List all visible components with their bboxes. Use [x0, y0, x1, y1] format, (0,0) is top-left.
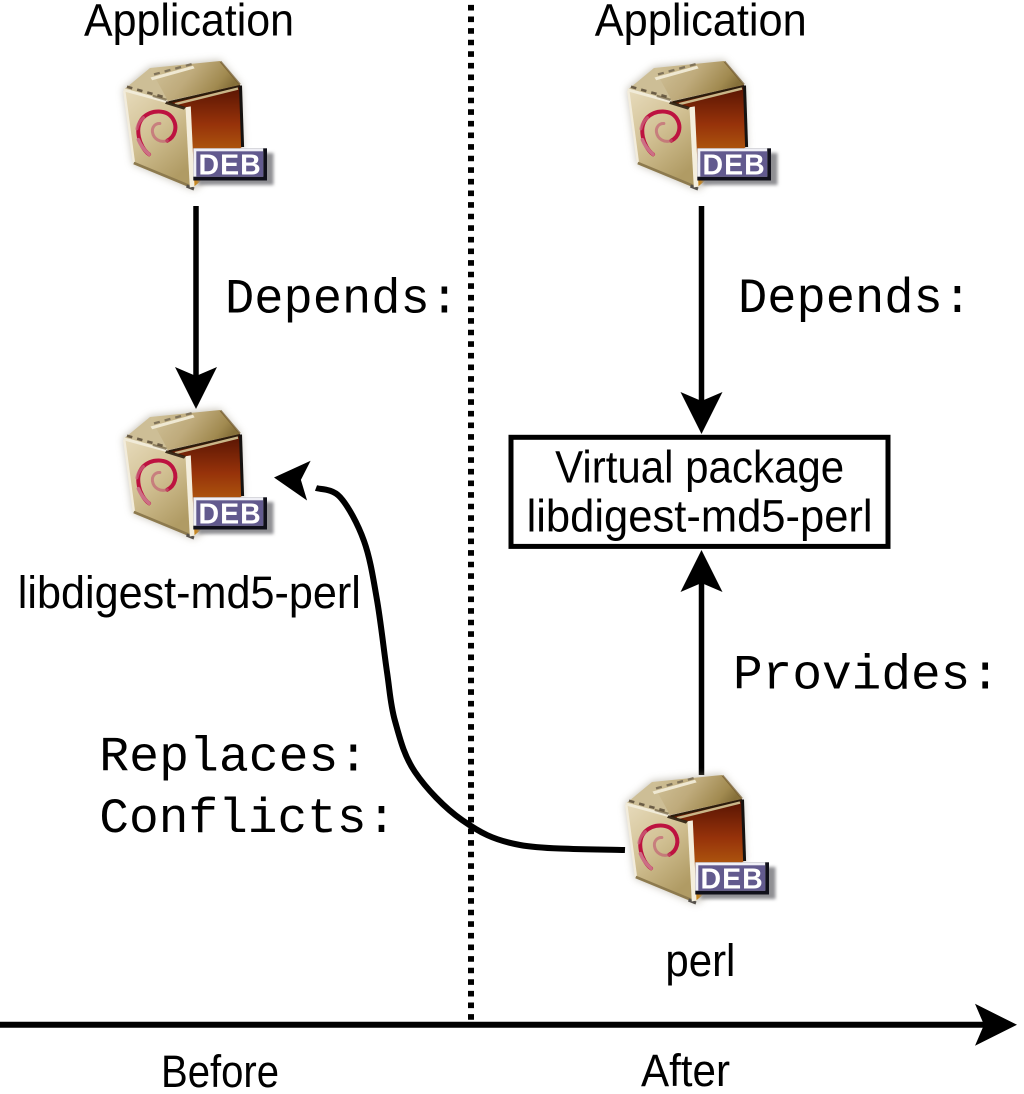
svg-text:Conflicts:: Conflicts:	[99, 791, 396, 847]
svg-text:Application: Application	[84, 0, 294, 46]
svg-text:After: After	[641, 1045, 730, 1094]
svg-text:libdigest-md5-perl: libdigest-md5-perl	[527, 490, 873, 541]
svg-text:Virtual package: Virtual package	[555, 442, 844, 493]
svg-text:Replaces:: Replaces:	[99, 729, 368, 785]
svg-text:Depends:: Depends:	[738, 271, 972, 327]
svg-text:Application: Application	[595, 0, 807, 46]
svg-text:perl: perl	[665, 935, 735, 986]
svg-text:Provides:: Provides:	[733, 648, 1000, 704]
svg-text:Depends:: Depends:	[225, 272, 459, 328]
svg-text:Before: Before	[161, 1046, 279, 1094]
svg-text:libdigest-md5-perl: libdigest-md5-perl	[18, 567, 361, 618]
